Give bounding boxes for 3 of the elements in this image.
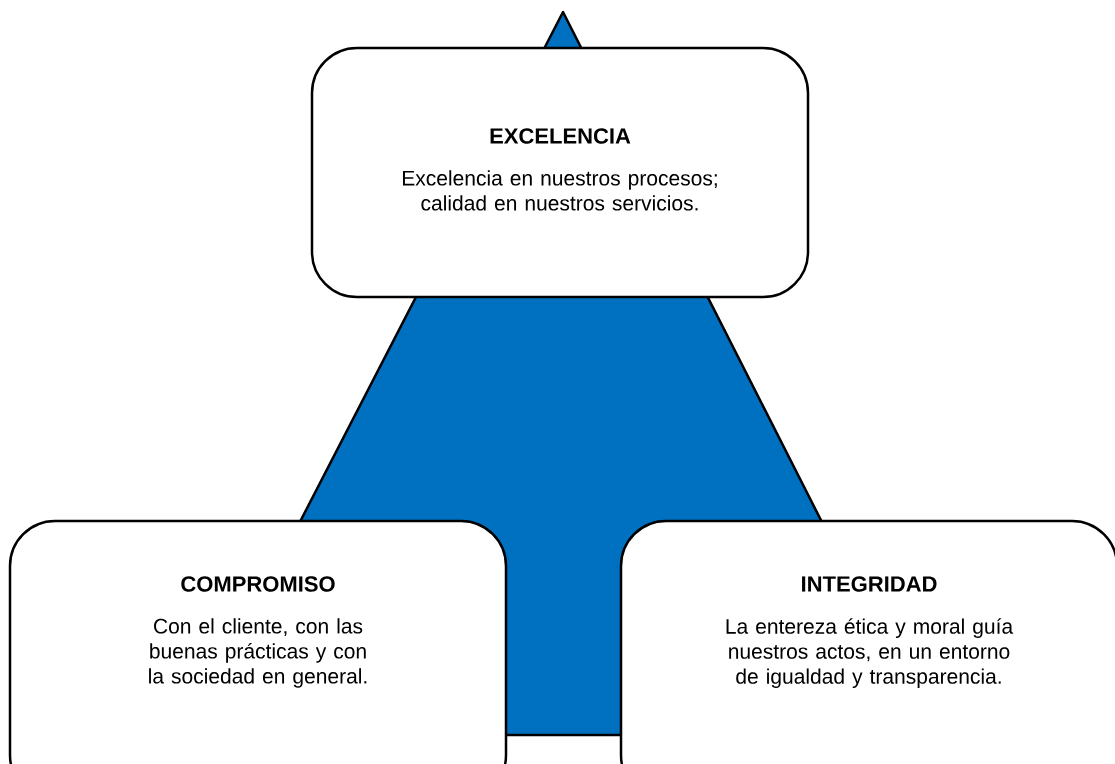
value-box: EXCELENCIA Excelencia en nuestros procesos; calidad en nuestros servicios.: [310, 46, 810, 299]
value-box: INTEGRIDAD La entereza ética y moral guía nuestros actos, en un entorno de igualdad y transparencia.: [619, 519, 1115, 764]
value-box: COMPROMISO Con el cliente, con las buenas prácticas y con la sociedad en general.: [8, 519, 508, 764]
